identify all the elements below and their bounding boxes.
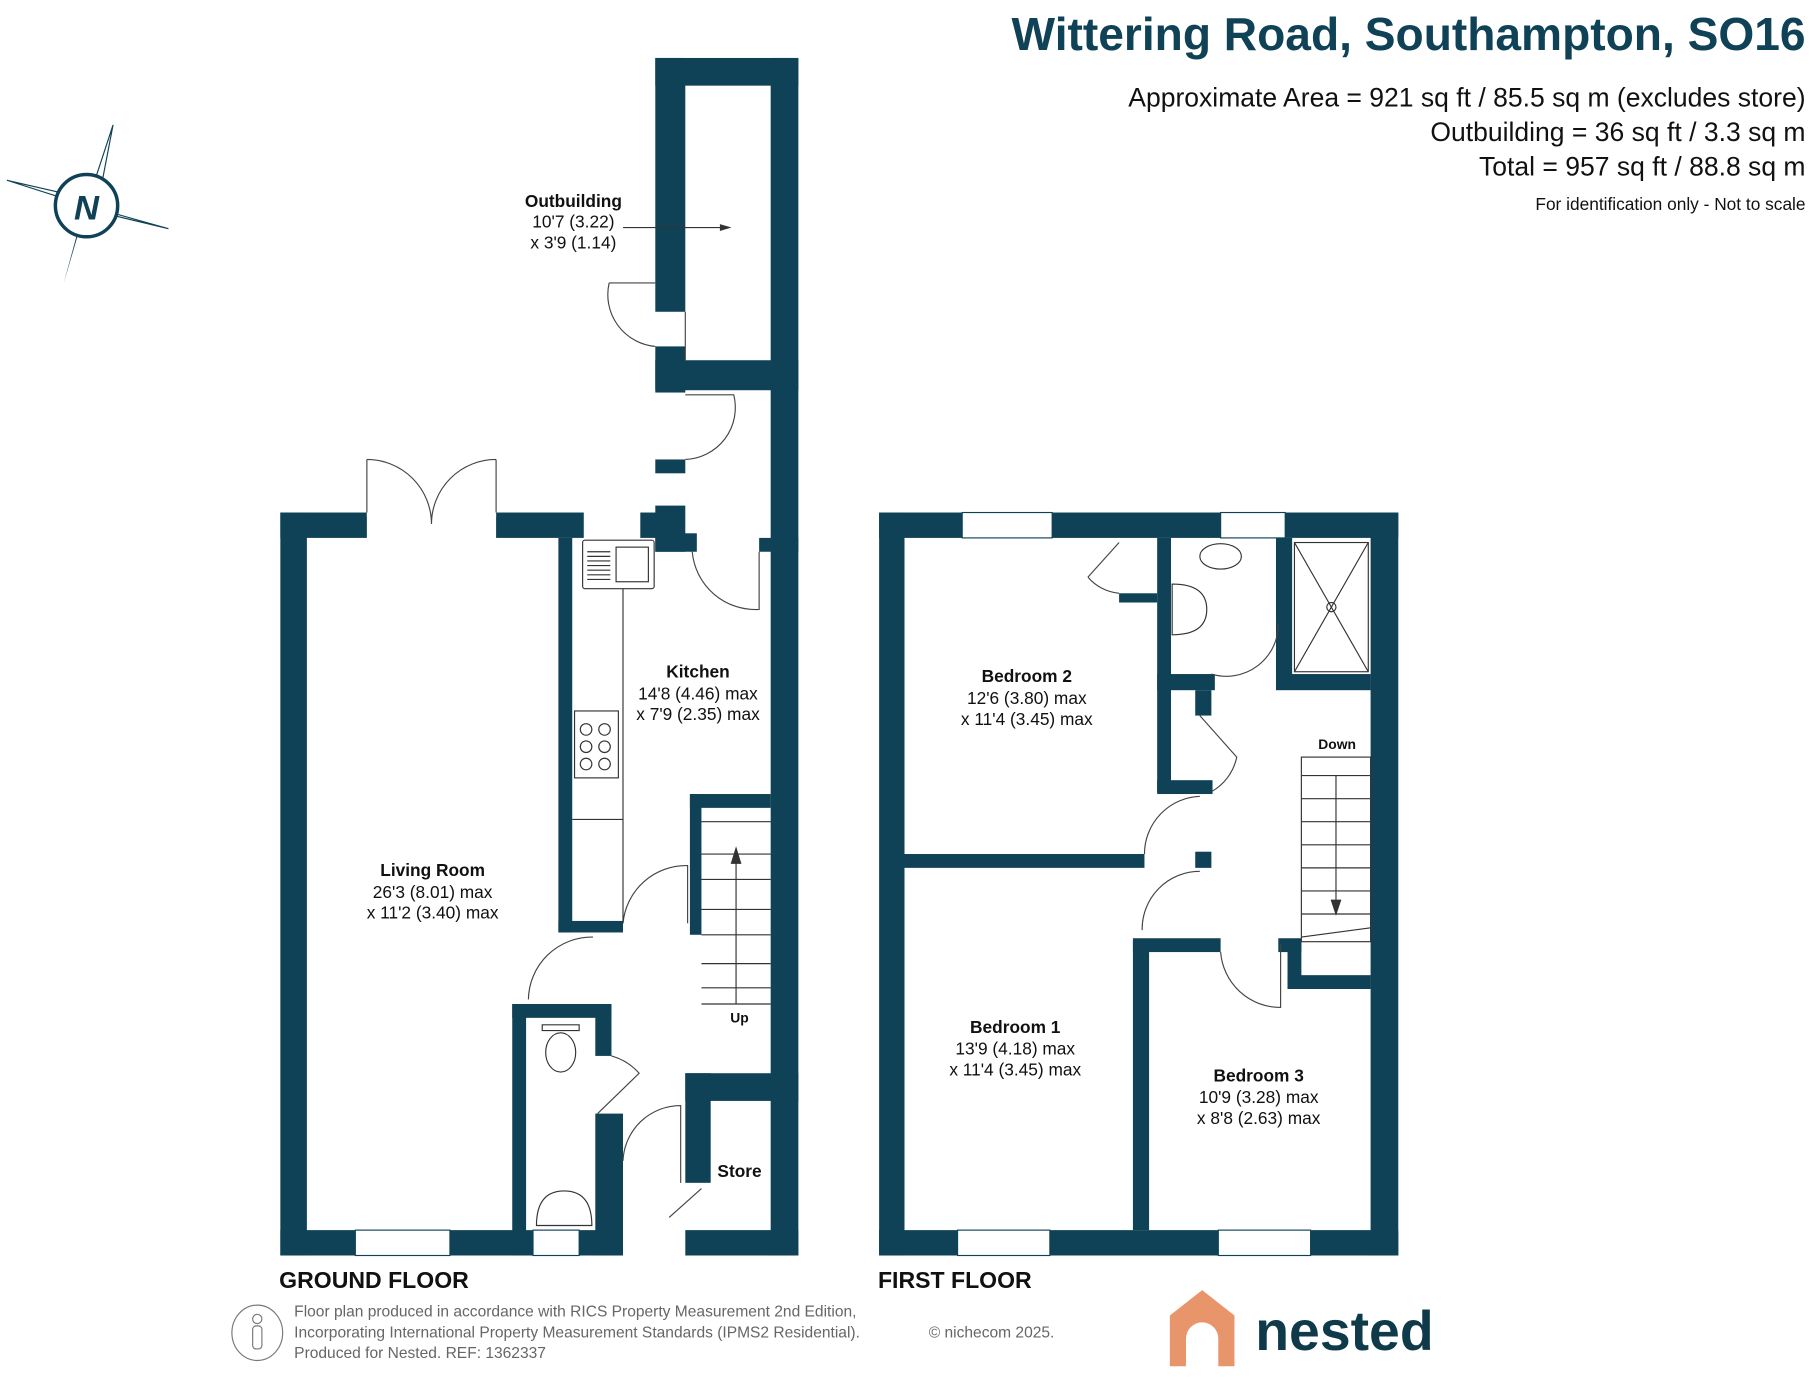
living-room-name: Living Room [380, 860, 485, 880]
outbuilding-area: Outbuilding = 36 sq ft / 3.3 sq m [1430, 117, 1805, 147]
kitchen-name: Kitchen [666, 662, 729, 682]
store-name: Store [717, 1161, 762, 1181]
kitchen-dim1: 14'8 (4.46) max [638, 683, 758, 703]
bedroom1-dim1: 13'9 (4.18) max [955, 1039, 1075, 1059]
bedroom2-name: Bedroom 2 [982, 666, 1072, 686]
compass-icon: N [6, 124, 169, 285]
stairs-up-label: Up [730, 1009, 748, 1025]
property-title: Wittering Road, Southampton, SO16 [1012, 8, 1806, 60]
bedroom3-dim1: 10'9 (3.28) max [1199, 1087, 1319, 1107]
bedroom2-dim2: x 11'4 (3.45) max [961, 709, 1093, 729]
first-floor-label: FIRST FLOOR [878, 1267, 1032, 1293]
nested-logo: nested [1169, 1290, 1434, 1367]
bedroom1-name: Bedroom 1 [970, 1017, 1061, 1037]
bedroom2-dim1: 12'6 (3.80) max [967, 688, 1087, 708]
footer-line3: Produced for Nested. REF: 1362337 [294, 1345, 546, 1362]
compass-north-label: N [74, 189, 100, 227]
rics-icon [231, 1304, 284, 1362]
stairs-down-label: Down [1318, 736, 1356, 752]
bedroom3-name: Bedroom 3 [1214, 1065, 1304, 1085]
footer-line1: Floor plan produced in accordance with R… [294, 1304, 856, 1321]
kitchen-dim2: x 7'9 (2.35) max [636, 704, 760, 724]
first-floor-fixtures [956, 511, 1372, 1257]
living-room-dim1: 26'3 (8.01) max [373, 882, 493, 902]
living-room-dim2: x 11'2 (3.40) max [367, 903, 499, 923]
bedroom1-dim2: x 11'4 (3.45) max [949, 1060, 1081, 1080]
disclaimer: For identification only - Not to scale [1535, 194, 1805, 214]
outbuilding-name: Outbuilding [525, 191, 622, 211]
ground-floor-walls [280, 57, 799, 1256]
ground-floor-label: GROUND FLOOR [279, 1267, 469, 1293]
ground-floor-labels: Outbuilding 10'7 (3.22) x 3'9 (1.14) Kit… [279, 191, 762, 1293]
brand-name: nested [1255, 1300, 1433, 1362]
outbuilding-dim2: x 3'9 (1.14) [530, 232, 616, 252]
ground-floor-fixtures [354, 282, 771, 1257]
footer-copyright: © nichecom 2025. [929, 1324, 1055, 1341]
approximate-area: Approximate Area = 921 sq ft / 85.5 sq m… [1128, 82, 1805, 112]
first-floor-labels: Bedroom 2 12'6 (3.80) max x 11'4 (3.45) … [878, 666, 1356, 1293]
bedroom3-dim2: x 8'8 (2.63) max [1197, 1108, 1321, 1128]
footer-line2: Incorporating International Property Mea… [294, 1324, 860, 1341]
first-floor-walls [879, 512, 1399, 1256]
outbuilding-dim1: 10'7 (3.22) [532, 212, 614, 232]
total-area: Total = 957 sq ft / 88.8 sq m [1479, 152, 1805, 182]
